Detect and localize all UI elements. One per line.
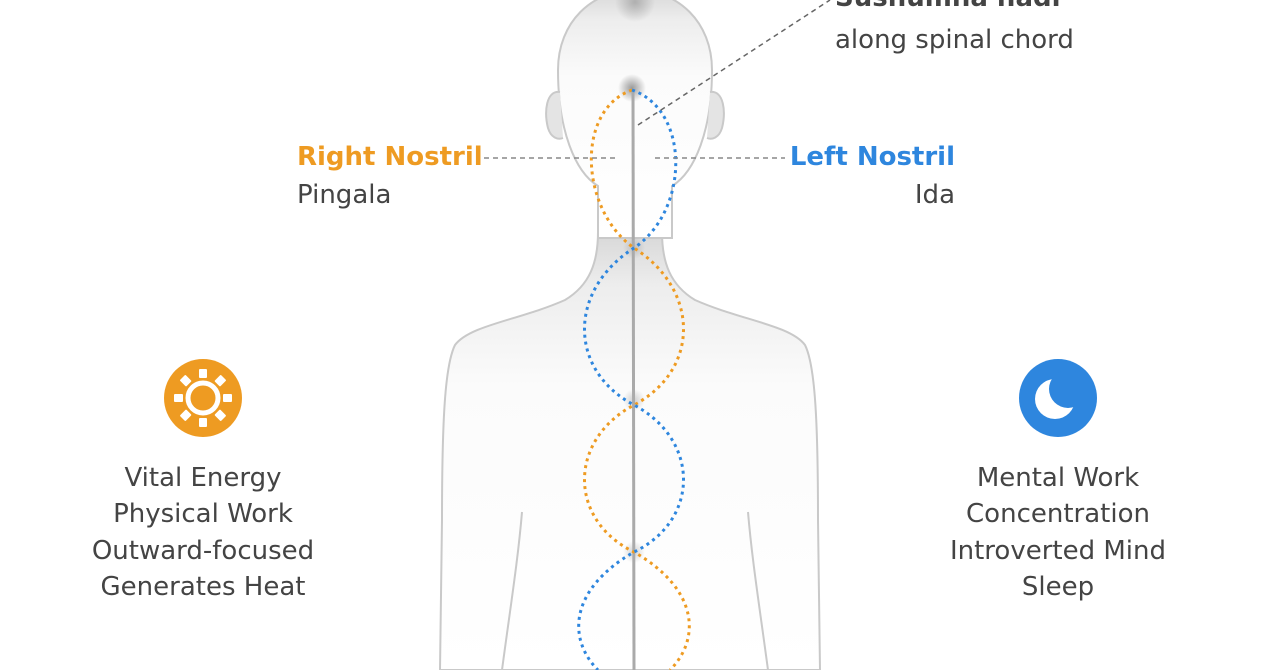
right-nostril-heading: Right Nostril — [297, 142, 483, 172]
ida-nadi-path — [577, 88, 685, 670]
sushumna-leader-line — [637, 0, 831, 126]
sushumna-spine-line — [631, 89, 636, 670]
ida-quality-2: Concentration — [966, 499, 1150, 529]
chakra-point-brow — [618, 74, 646, 102]
body-silhouette-head — [556, 0, 714, 239]
sun-icon — [164, 359, 242, 437]
chakra-point-crown — [615, 0, 655, 22]
ida-quality-1: Mental Work — [976, 463, 1140, 493]
ida-label: Ida — [914, 180, 955, 210]
pingala-nadi-path — [583, 88, 691, 670]
body-silhouette-left-arm-line — [501, 511, 523, 670]
moon-icon — [1019, 359, 1097, 437]
ida-quality-3: Introverted Mind — [949, 536, 1167, 566]
pingala-label: Pingala — [297, 180, 392, 210]
body-silhouette-right-ear — [706, 90, 725, 140]
pingala-quality-1: Vital Energy — [124, 463, 282, 493]
ida-quality-4: Sleep — [1021, 572, 1095, 602]
pingala-quality-3: Outward-focused — [91, 536, 315, 566]
body-silhouette-right-arm-line — [747, 511, 769, 670]
sushumna-description: along spinal chord — [835, 25, 1074, 55]
sushumna-title: Sushumna nadi — [835, 0, 1061, 17]
body-silhouette-torso — [438, 231, 822, 670]
left-nostril-heading: Left Nostril — [789, 142, 955, 172]
pingala-quality-4: Generates Heat — [100, 572, 306, 602]
body-silhouette-left-ear — [545, 90, 564, 140]
pingala-quality-2: Physical Work — [113, 499, 293, 529]
